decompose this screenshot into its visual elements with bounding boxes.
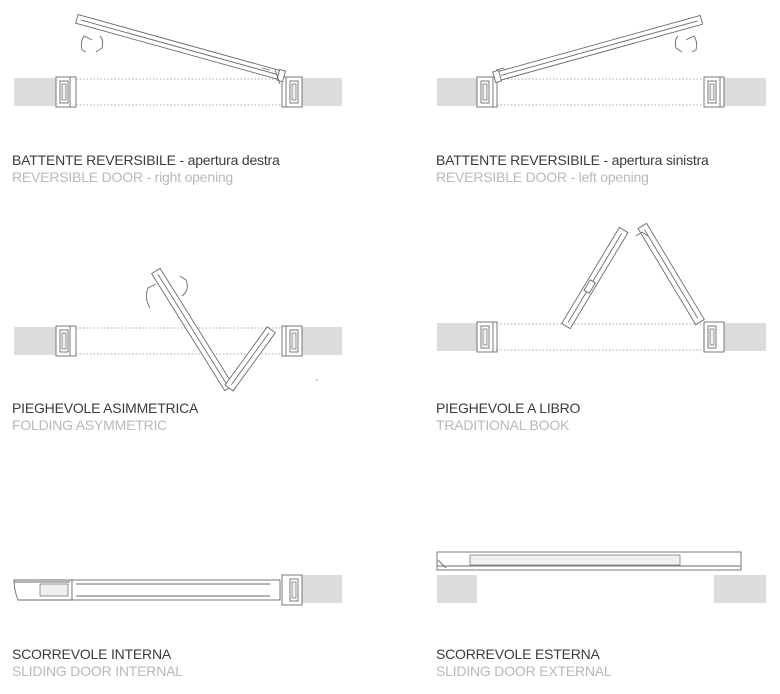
traditional-book-drawing <box>437 222 766 353</box>
left-jamb <box>476 321 498 353</box>
mark <box>316 379 318 381</box>
right-wall <box>724 78 766 106</box>
title-en: SLIDING DOOR INTERNAL <box>12 663 183 679</box>
right-wall <box>714 575 766 603</box>
left-wall <box>14 327 56 355</box>
door-handle <box>495 35 698 71</box>
diagram-sliding-internal: SCORREVOLE INTERNA SLIDING DOOR INTERNAL <box>12 574 342 680</box>
folding-panel-short <box>224 326 276 392</box>
right-jamb <box>703 321 725 353</box>
title-it: PIEGHEVOLE ASIMMETRICA <box>12 400 199 416</box>
subtitle-it: - apertura destra <box>175 152 280 168</box>
reversible-left-drawing <box>437 14 766 108</box>
caption-folding-asymmetric: PIEGHEVOLE ASIMMETRICA FOLDING ASYMMETRI… <box>12 400 198 434</box>
right-jamb <box>281 574 303 606</box>
caption-reversible-left: BATTENTE REVERSIBILE - apertura sinistra… <box>436 152 709 186</box>
sliding-internal-drawing <box>13 574 342 606</box>
left-wall <box>437 78 477 106</box>
pocket-cassette <box>13 579 73 601</box>
door-handle <box>145 275 188 309</box>
door-leaf <box>71 579 281 601</box>
right-wall <box>302 327 342 355</box>
title-en: SLIDING DOOR EXTERNAL <box>436 663 612 679</box>
title-en: REVERSIBLE DOOR <box>12 169 143 185</box>
right-jamb <box>703 76 725 108</box>
left-jamb <box>476 76 498 108</box>
caption-traditional-book: PIEGHEVOLE A LIBRO TRADITIONAL BOOK <box>436 400 580 434</box>
caption-reversible-right: BATTENTE REVERSIBILE - apertura destra R… <box>12 152 280 186</box>
subtitle-en: - right opening <box>142 169 234 185</box>
title-it: SCORREVOLE ESTERNA <box>436 646 600 662</box>
left-jamb <box>55 325 77 357</box>
caption-sliding-external: SCORREVOLE ESTERNA SLIDING DOOR EXTERNAL <box>436 646 612 680</box>
right-jamb <box>281 325 303 357</box>
diagram-reversible-right: BATTENTE REVERSIBILE - apertura destra R… <box>0 0 390 200</box>
reversible-right-drawing <box>14 13 342 108</box>
left-wall <box>14 78 56 106</box>
title-it: BATTENTE REVERSIBILE <box>436 152 600 168</box>
door-handle <box>80 35 281 85</box>
title-en: TRADITIONAL BOOK <box>436 417 570 433</box>
right-jamb <box>281 76 303 108</box>
caption-sliding-internal: SCORREVOLE INTERNA SLIDING DOOR INTERNAL <box>12 646 183 680</box>
title-en: FOLDING ASYMMETRIC <box>12 417 168 433</box>
door-leaf <box>492 14 704 84</box>
left-wall <box>437 575 477 603</box>
title-en: REVERSIBLE DOOR <box>436 169 567 185</box>
hinge-mark <box>635 231 649 237</box>
diagram-folding-asymmetric: PIEGHEVOLE ASIMMETRICA FOLDING ASYMMETRI… <box>0 0 390 440</box>
subtitle-en: - left opening <box>566 169 649 185</box>
right-wall <box>302 78 342 106</box>
diagram-traditional-book: PIEGHEVOLE A LIBRO TRADITIONAL BOOK <box>436 222 766 434</box>
title-it: BATTENTE REVERSIBILE <box>12 152 176 168</box>
diagram-reversible-left: BATTENTE REVERSIBILE - apertura sinistra… <box>0 0 780 200</box>
external-sliding-leaf <box>436 551 742 571</box>
left-wall <box>437 323 477 351</box>
door-leaf <box>75 13 287 83</box>
title-it: PIEGHEVOLE A LIBRO <box>436 400 581 416</box>
book-panel-right <box>637 222 705 326</box>
book-panel-left <box>561 226 629 330</box>
right-wall <box>724 323 766 351</box>
folding-asymmetric-drawing <box>14 267 342 392</box>
title-it: SCORREVOLE INTERNA <box>12 646 171 662</box>
right-wall <box>302 575 342 603</box>
left-jamb <box>55 76 77 108</box>
subtitle-it: - apertura sinistra <box>599 152 709 168</box>
